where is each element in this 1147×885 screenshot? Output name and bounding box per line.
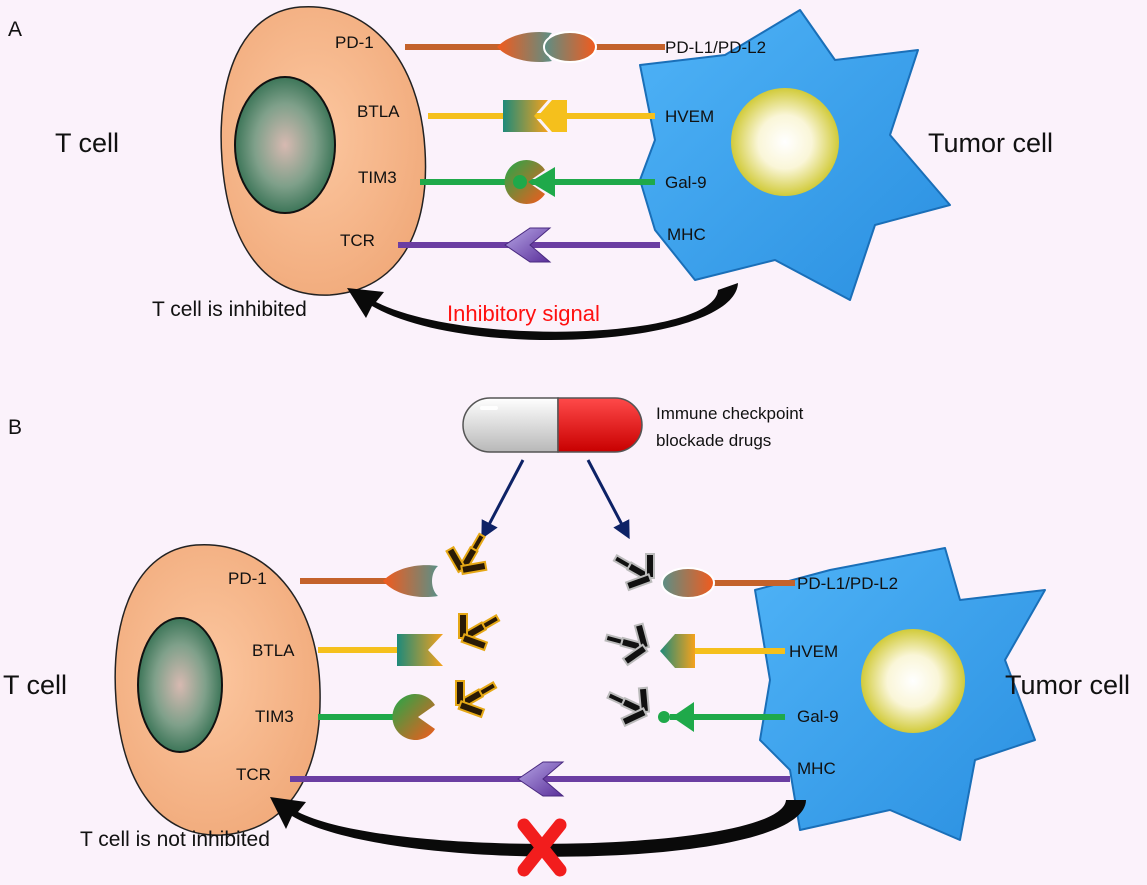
- blocked-cross-icon: [517, 818, 567, 877]
- antibody-btla-icon: [447, 597, 510, 659]
- antibody-pdl1-icon: [603, 537, 666, 599]
- btla-receptor-icon-a: [503, 100, 548, 132]
- panel-a: A PD-1 BTLA TIM3 TCR PD-L1/PD-L2 HVEM Ga…: [8, 6, 1053, 341]
- antibody-hvem-icon: [599, 614, 656, 671]
- drug-arrow-right: [586, 459, 630, 540]
- pd1-label-a: PD-1: [335, 33, 374, 52]
- t-cell-not-inhibited-label: T cell is not inhibited: [80, 828, 270, 851]
- pd1-receptor-icon-b: [383, 565, 438, 598]
- antibody-gal9-icon: [598, 673, 659, 734]
- antibody-pd1-icon: [439, 522, 502, 585]
- tim3-receptor-icon-b: [392, 694, 435, 740]
- tumor-cell-title-b: Tumor cell: [1005, 670, 1130, 700]
- pd1-receptor-icon-a: [497, 31, 552, 63]
- hvem-ligand-icon-a: [538, 100, 567, 132]
- pdl1-ligand-icon-b: [661, 567, 715, 599]
- tim3-label-a: TIM3: [358, 168, 397, 187]
- tcr-receptor-icon-a: [504, 227, 552, 263]
- drug-label-line1: Immune checkpoint: [656, 404, 804, 423]
- hvem-label-a: HVEM: [665, 107, 714, 126]
- hvem-ligand-icon-b: [660, 634, 695, 668]
- tumor-cell-title-a: Tumor cell: [928, 128, 1053, 158]
- antibody-tim3-icon: [444, 664, 507, 726]
- gal9-ball-icon-b: [658, 711, 670, 723]
- blocked-signal-arrow-b: [270, 797, 806, 857]
- tumor-nucleus-b: [861, 629, 965, 733]
- pill-icon: [462, 397, 643, 453]
- pdl1-ligand-icon-a: [543, 31, 597, 63]
- gal9-label-b: Gal-9: [797, 707, 839, 726]
- hvem-label-b: HVEM: [789, 642, 838, 661]
- panel-b: B Immune checkpoint blockade drugs: [3, 397, 1130, 877]
- mhc-label-a: MHC: [667, 225, 706, 244]
- gal9-label-a: Gal-9: [665, 173, 707, 192]
- t-cell-nucleus-a: [234, 76, 336, 214]
- gal9-ligand-icon-a: [530, 167, 555, 197]
- panel-b-letter: B: [8, 416, 22, 439]
- t-cell-inhibited-label: T cell is inhibited: [152, 298, 307, 321]
- pdl1-label-a: PD-L1/PD-L2: [665, 38, 766, 57]
- pd1-label-b: PD-1: [228, 569, 267, 588]
- inhibitory-signal-label: Inhibitory signal: [447, 301, 600, 326]
- pdl1-label-b: PD-L1/PD-L2: [797, 574, 898, 593]
- drug-label-line2: blockade drugs: [656, 431, 771, 450]
- btla-receptor-icon-b: [397, 634, 443, 666]
- tcr-receptor-icon-b: [517, 761, 565, 797]
- t-cell-title-b: T cell: [3, 670, 67, 700]
- gal9-ball-icon-a: [513, 175, 527, 189]
- gal9-ligand-icon-b: [672, 702, 694, 732]
- panel-a-letter: A: [8, 18, 22, 41]
- inhibitory-arrow-a: [347, 283, 738, 341]
- t-cell-nucleus-b: [137, 617, 223, 753]
- mhc-label-b: MHC: [797, 759, 836, 778]
- btla-label-b: BTLA: [252, 641, 295, 660]
- tumor-nucleus-a: [731, 88, 839, 196]
- t-cell-title-a: T cell: [55, 128, 119, 158]
- tcr-label-b: TCR: [236, 765, 271, 784]
- tcr-label-a: TCR: [340, 231, 375, 250]
- drug-arrow-left: [481, 459, 525, 540]
- btla-label-a: BTLA: [357, 102, 400, 121]
- tim3-label-b: TIM3: [255, 707, 294, 726]
